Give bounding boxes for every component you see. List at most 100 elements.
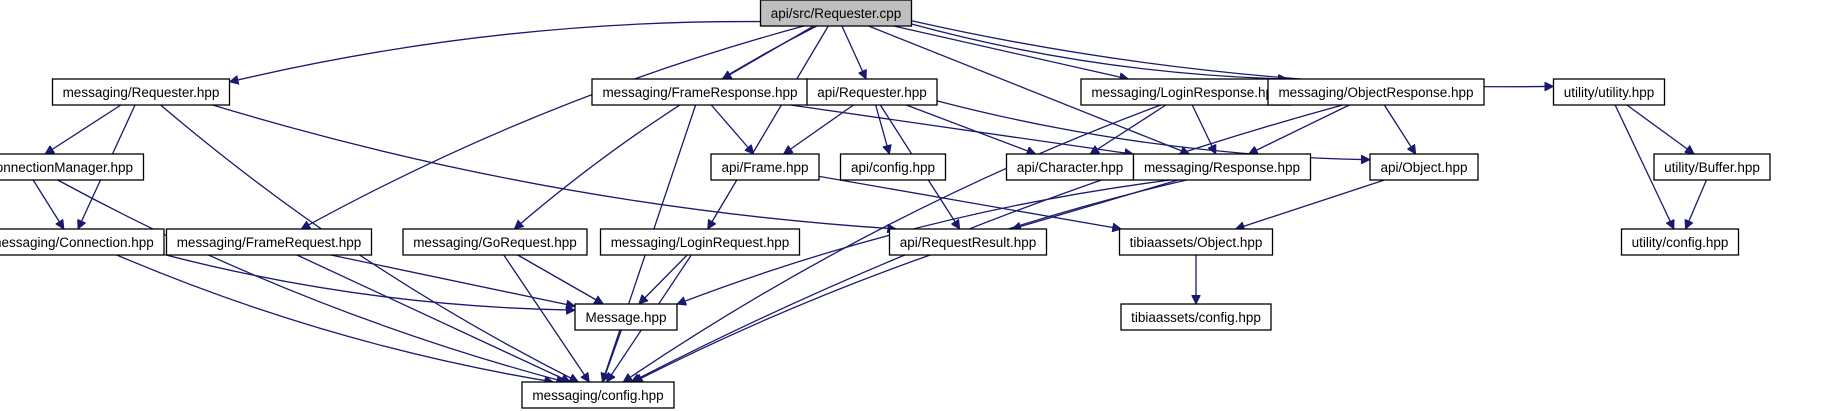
node-util-buffer[interactable]: utility/Buffer.hpp — [1653, 153, 1771, 181]
node-msg-connmanager[interactable]: messaging/ConnectionManager.hpp — [0, 153, 145, 181]
edge-msg-framerequest-to-message — [330, 254, 575, 306]
edge-msg-connmanager-to-msg-connection — [32, 179, 65, 229]
node-label: messaging/Requester.hpp — [63, 85, 220, 100]
node-label: api/config.hpp — [851, 160, 935, 175]
node-api-requestresult[interactable]: api/RequestResult.hpp — [888, 228, 1048, 256]
edge-api-requester-to-api-frame — [784, 104, 854, 154]
node-label: api/Requester.hpp — [817, 85, 927, 100]
edge-msg-connection-to-message — [163, 253, 575, 310]
nodes-layer: api/src/Requester.cpp messaging/Requester… — [0, 0, 1771, 409]
node-msg-objectresponse[interactable]: messaging/ObjectResponse.hpp — [1267, 78, 1485, 106]
node-box — [1118, 228, 1274, 256]
edge-requester-cpp-to-msg-gorequest — [514, 25, 817, 229]
node-util-utility[interactable]: utility/utility.hpp — [1552, 78, 1666, 106]
node-msg-loginresponse[interactable]: messaging/LoginResponse.hpp — [1080, 78, 1292, 106]
edges-layer — [32, 20, 1708, 383]
node-label: api/RequestResult.hpp — [900, 235, 1037, 250]
edge-msg-response-to-msg-config — [634, 179, 1187, 383]
node-label: messaging/GoRequest.hpp — [413, 235, 577, 250]
node-api-config[interactable]: api/config.hpp — [839, 153, 947, 181]
node-api-object[interactable]: api/Object.hpp — [1369, 153, 1479, 181]
node-box — [591, 78, 809, 106]
node-box — [1132, 153, 1312, 181]
node-tibia-config[interactable]: tibiaassets/config.hpp — [1120, 303, 1272, 331]
node-msg-gorequest[interactable]: messaging/GoRequest.hpp — [402, 228, 588, 256]
node-tibia-object[interactable]: tibiaassets/Object.hpp — [1118, 228, 1274, 256]
edge-msg-response-to-api-requestresult — [1012, 179, 1179, 229]
node-util-config[interactable]: utility/config.hpp — [1620, 228, 1740, 256]
edge-api-requester-to-api-object — [936, 100, 1370, 160]
edge-msg-gorequest-to-msg-config — [503, 254, 589, 382]
node-box — [51, 78, 231, 106]
edge-msg-gorequest-to-message — [517, 254, 604, 305]
node-api-character[interactable]: api/Character.hpp — [1005, 153, 1135, 181]
node-box — [759, 0, 913, 27]
edge-api-frame-to-tibia-object — [818, 175, 1121, 229]
edge-api-requester-to-api-config — [875, 104, 890, 154]
node-label: tibiaassets/config.hpp — [1131, 310, 1261, 325]
node-msg-connection[interactable]: messaging/Connection.hpp — [0, 228, 165, 256]
edge-util-buffer-to-util-config — [1686, 179, 1708, 229]
node-box — [806, 78, 938, 106]
node-label: Message.hpp — [585, 310, 666, 325]
node-api-frame[interactable]: api/Frame.hpp — [710, 153, 820, 181]
node-label: messaging/LoginResponse.hpp — [1091, 85, 1280, 100]
edge-requester-cpp-to-msg-response — [868, 25, 1190, 154]
node-msg-loginrequest[interactable]: messaging/LoginRequest.hpp — [599, 228, 801, 256]
node-box — [0, 153, 145, 181]
node-label: api/src/Requester.cpp — [771, 6, 902, 21]
node-box — [1653, 153, 1771, 181]
node-msg-frameresponse[interactable]: messaging/FrameResponse.hpp — [591, 78, 809, 106]
node-requester-cpp[interactable]: api/src/Requester.cpp — [759, 0, 913, 27]
node-label: api/Character.hpp — [1017, 160, 1124, 175]
node-box — [1620, 228, 1740, 256]
edge-msg-objectresponse-to-msg-response — [1249, 104, 1350, 155]
node-box — [402, 228, 588, 256]
node-msg-requester[interactable]: messaging/Requester.hpp — [51, 78, 231, 106]
node-box — [165, 228, 373, 256]
node-label: messaging/LoginRequest.hpp — [611, 235, 790, 250]
node-label: messaging/config.hpp — [532, 388, 663, 403]
edge-requester-cpp-to-msg-objectresponse — [911, 23, 1288, 79]
node-msg-config[interactable]: messaging/config.hpp — [521, 381, 675, 409]
edge-requester-cpp-to-msg-requester — [230, 20, 761, 82]
edge-msg-response-to-message — [677, 179, 1171, 304]
edge-msg-loginresponse-to-msg-response — [1191, 104, 1216, 154]
edge-msg-frameresponse-to-api-frame — [710, 104, 753, 154]
edge-msg-requester-to-api-requestresult — [212, 104, 897, 229]
node-label: tibiaassets/Object.hpp — [1130, 235, 1263, 250]
node-box — [599, 228, 801, 256]
node-label: messaging/Response.hpp — [1144, 160, 1300, 175]
edge-requester-cpp-to-api-requester — [841, 25, 866, 79]
node-label: messaging/ConnectionManager.hpp — [0, 160, 133, 175]
node-label: utility/Buffer.hpp — [1664, 160, 1760, 175]
node-box — [1369, 153, 1479, 181]
node-label: api/Frame.hpp — [721, 160, 808, 175]
node-api-requester[interactable]: api/Requester.hpp — [806, 78, 938, 106]
node-label: messaging/ObjectResponse.hpp — [1278, 85, 1473, 100]
node-box — [1267, 78, 1485, 106]
node-box — [839, 153, 947, 181]
node-box — [888, 228, 1048, 256]
node-label: api/Object.hpp — [1380, 160, 1467, 175]
edge-msg-connection-to-msg-config — [116, 254, 554, 382]
node-label: messaging/FrameResponse.hpp — [602, 85, 797, 100]
node-label: messaging/Connection.hpp — [0, 235, 154, 250]
node-box — [1080, 78, 1292, 106]
edge-msg-connmanager-to-msg-config — [57, 179, 566, 382]
edge-msg-loginresponse-to-api-character — [1090, 104, 1167, 154]
edge-msg-requester-to-msg-config — [160, 104, 579, 383]
edge-msg-frameresponse-to-msg-response — [790, 104, 1133, 154]
node-message[interactable]: Message.hpp — [574, 303, 678, 331]
edge-requester-cpp-to-msg-loginrequest — [707, 25, 829, 229]
node-box — [710, 153, 820, 181]
edge-requester-cpp-to-msg-framerequest — [301, 25, 804, 230]
node-label: utility/utility.hpp — [1564, 85, 1655, 100]
node-msg-framerequest[interactable]: messaging/FrameRequest.hpp — [165, 228, 373, 256]
edge-msg-framerequest-to-msg-config — [296, 254, 570, 382]
node-box — [0, 228, 165, 256]
node-msg-response[interactable]: messaging/Response.hpp — [1132, 153, 1312, 181]
node-label: utility/config.hpp — [1632, 235, 1729, 250]
node-box — [521, 381, 675, 409]
